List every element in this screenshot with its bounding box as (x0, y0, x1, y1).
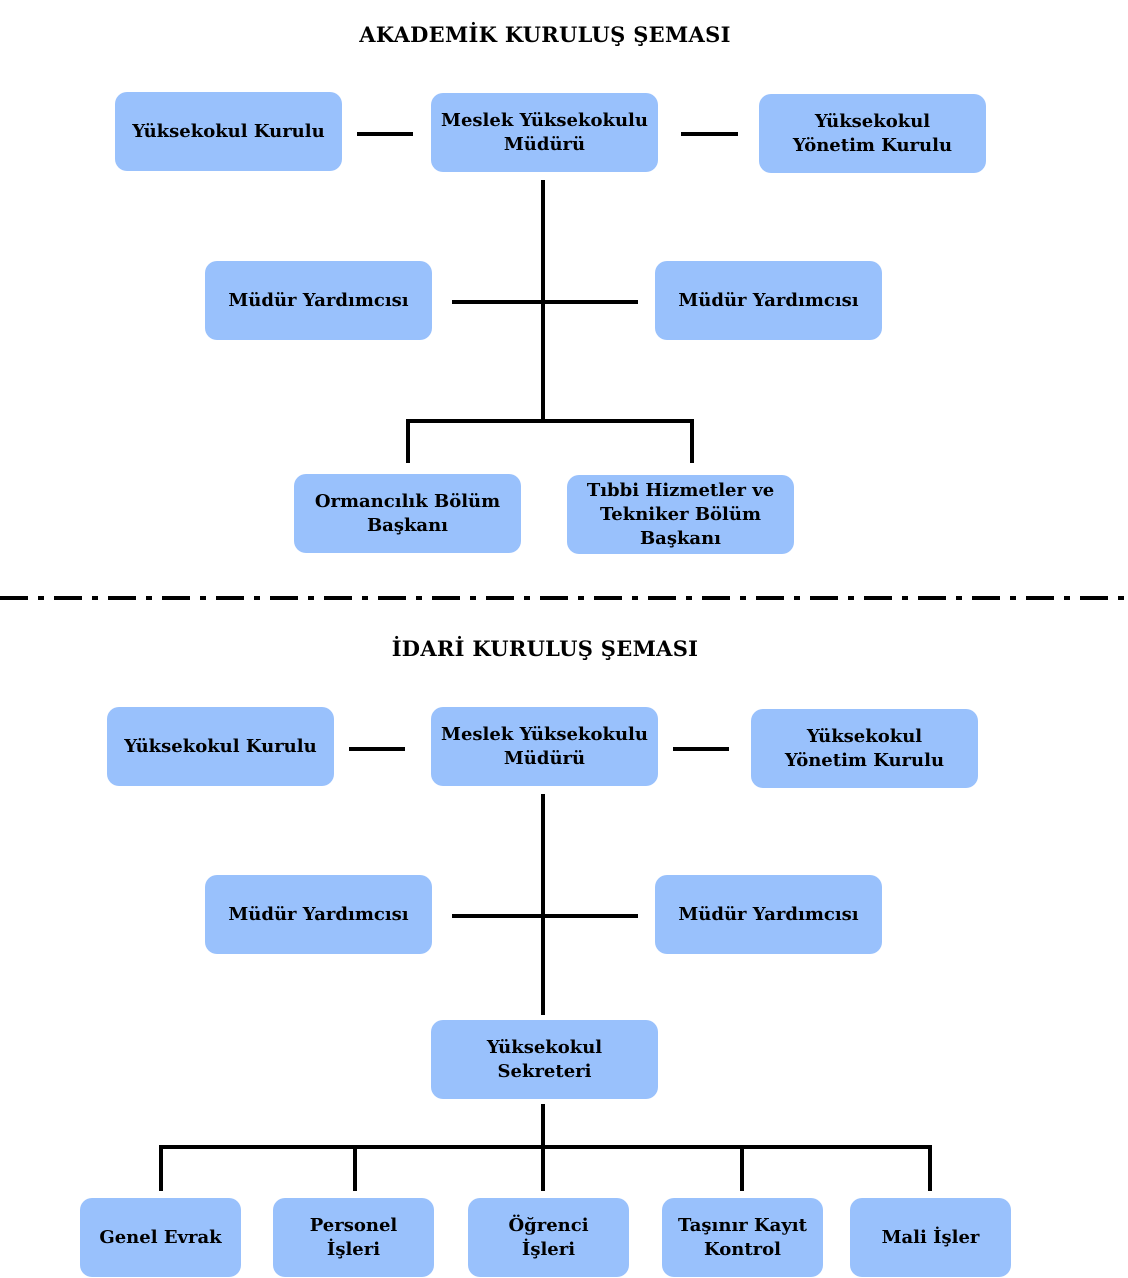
unit-general-records-box: Genel Evrak (80, 1198, 241, 1277)
dept-forestry-box: Ormancılık Bölüm Başkanı (294, 474, 521, 553)
academic-director-box: Meslek Yüksekokulu Müdürü (431, 93, 658, 172)
secretary-box: Yüksekokul Sekreteri (431, 1020, 658, 1099)
dept-medical-box: Tıbbi Hizmetler ve Tekniker Bölüm Başkan… (567, 475, 794, 554)
academic-deputy-right-box: Müdür Yardımcısı (655, 261, 882, 340)
academic-board-box: Yüksekokul Kurulu (115, 92, 342, 171)
admin-deputy-left-box: Müdür Yardımcısı (205, 875, 432, 954)
unit-movable-property-box: Taşınır Kayıt Kontrol (662, 1198, 823, 1277)
admin-management-board-box: Yüksekokul Yönetim Kurulu (751, 709, 978, 788)
unit-personnel-box: Personel İşleri (273, 1198, 434, 1277)
academic-management-board-box: Yüksekokul Yönetim Kurulu (759, 94, 986, 173)
administrative-chart-title: İDARİ KURULUŞ ŞEMASI (391, 636, 699, 661)
admin-deputy-right-box: Müdür Yardımcısı (655, 875, 882, 954)
admin-board-box: Yüksekokul Kurulu (107, 707, 334, 786)
unit-student-affairs-box: Öğrenci İşleri (468, 1198, 629, 1277)
academic-deputy-left-box: Müdür Yardımcısı (205, 261, 432, 340)
admin-director-box: Meslek Yüksekokulu Müdürü (431, 707, 658, 786)
academic-chart-title: AKADEMİK KURULUŞ ŞEMASI (359, 22, 731, 47)
unit-financial-affairs-box: Mali İşler (850, 1198, 1011, 1277)
